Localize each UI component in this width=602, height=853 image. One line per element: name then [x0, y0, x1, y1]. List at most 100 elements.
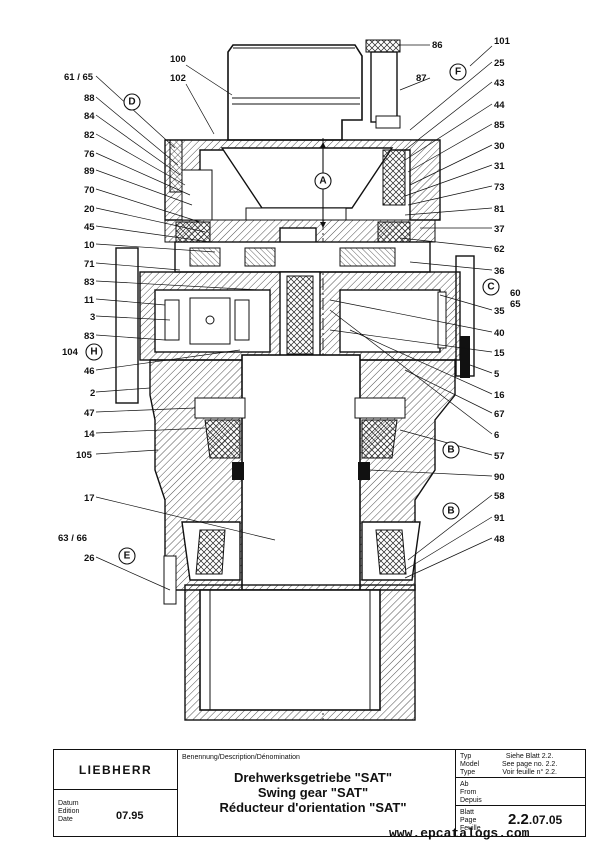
- page-cell: Blatt Page Feuille 2.2.07.05: [456, 806, 586, 836]
- callout-H: H: [85, 343, 103, 361]
- date-value: 07.95: [116, 810, 144, 822]
- label-44: 44: [494, 100, 505, 111]
- label-87: 87: [416, 73, 427, 84]
- output-pinion: [184, 584, 416, 721]
- title-block: LIEBHERR Datum Edition Date 07.95 Benenn…: [53, 749, 586, 837]
- label-5: 5: [494, 369, 500, 380]
- label-76: 76: [84, 149, 95, 160]
- logo-cell: LIEBHERR: [54, 750, 178, 790]
- label-100: 100: [170, 54, 186, 65]
- type-cell: Typ Model Type Siehe Blatt 2.2. See page…: [456, 750, 586, 778]
- label-46: 46: [84, 366, 95, 377]
- label-14: 14: [84, 429, 95, 440]
- svg-text:C: C: [487, 282, 494, 293]
- page-number-sub: .07.05: [528, 813, 563, 827]
- label-61-65: 61 / 65: [64, 72, 94, 83]
- callout-D: D: [123, 93, 141, 111]
- swing-gear-cross-section: 61 / 65 88 84 82 76 89 70 20 45 10 71 83…: [58, 36, 521, 721]
- lower-housing: [149, 354, 456, 605]
- motor-housing: [227, 44, 363, 141]
- right-bolt-nut: [460, 336, 470, 378]
- brake-cylinder: [365, 39, 401, 129]
- label-65: 65: [510, 299, 521, 310]
- label-17: 17: [84, 493, 95, 504]
- callout-F: F: [449, 63, 467, 81]
- label-84: 84: [84, 111, 95, 122]
- svg-text:E: E: [124, 551, 131, 562]
- label-86: 86: [432, 40, 443, 51]
- callout-E: E: [118, 547, 136, 565]
- label-88: 88: [84, 93, 95, 104]
- description-cell: Benennung/Description/Dénomination Drehw…: [178, 750, 456, 836]
- label-104: 104: [62, 347, 79, 358]
- label-6: 6: [494, 430, 499, 441]
- from-labels: Ab From Depuis: [460, 781, 482, 804]
- label-31: 31: [494, 161, 505, 172]
- label-16: 16: [494, 390, 505, 401]
- label-67: 67: [494, 409, 505, 420]
- label-71: 71: [84, 259, 95, 270]
- label-57: 57: [494, 451, 505, 462]
- label-83-lower: 83: [84, 331, 95, 342]
- title-french: Réducteur d'orientation "SAT": [219, 800, 407, 815]
- type-values: Siehe Blatt 2.2. See page no. 2.2. Voir …: [502, 753, 558, 776]
- svg-text:H: H: [90, 347, 97, 358]
- label-102: 102: [170, 73, 186, 84]
- label-43: 43: [494, 78, 505, 89]
- label-36: 36: [494, 266, 505, 277]
- label-35: 35: [494, 306, 505, 317]
- label-20: 20: [84, 204, 95, 215]
- left-bolt: [115, 247, 139, 404]
- leader-lines: [95, 44, 493, 591]
- label-90: 90: [494, 472, 505, 483]
- label-40: 40: [494, 328, 505, 339]
- callout-B-upper: B: [442, 441, 460, 459]
- label-63-66: 63 / 66: [58, 533, 87, 544]
- label-11: 11: [84, 295, 95, 306]
- label-89: 89: [84, 166, 95, 177]
- label-15: 15: [494, 348, 505, 359]
- label-60: 60: [510, 288, 521, 299]
- description-titles: Drehwerksgetriebe "SAT" Swing gear "SAT"…: [178, 770, 448, 815]
- label-83-upper: 83: [84, 277, 95, 288]
- label-47: 47: [84, 408, 95, 419]
- svg-text:D: D: [128, 97, 135, 108]
- label-81: 81: [494, 204, 505, 215]
- callout-B-lower: B: [442, 502, 460, 520]
- label-82: 82: [84, 130, 95, 141]
- arrow-head-top: [320, 142, 326, 148]
- label-45: 45: [84, 222, 95, 233]
- page-number-main: 2.2: [508, 811, 529, 828]
- label-3: 3: [90, 312, 95, 323]
- callout-C: C: [482, 278, 500, 296]
- arrow-head-bottom: [320, 222, 326, 228]
- from-cell: Ab From Depuis: [456, 778, 586, 806]
- label-48: 48: [494, 534, 505, 545]
- title-german: Drehwerksgetriebe "SAT": [233, 770, 393, 785]
- upper-housing: [164, 139, 441, 221]
- type-labels: Typ Model Type: [460, 753, 480, 776]
- label-62: 62: [494, 244, 505, 255]
- svg-text:B: B: [447, 506, 454, 517]
- label-70: 70: [84, 185, 95, 196]
- watermark: www.epcatalogs.com: [389, 826, 530, 841]
- label-58: 58: [494, 491, 505, 502]
- label-30: 30: [494, 141, 505, 152]
- company-logo: LIEBHERR: [78, 762, 153, 777]
- svg-text:A: A: [319, 176, 326, 187]
- date-labels: Datum Edition Date: [58, 800, 80, 823]
- page-number: 2.2.07.05: [508, 811, 562, 829]
- date-cell: Datum Edition Date 07.95: [54, 790, 178, 836]
- label-2: 2: [90, 388, 95, 399]
- planet-stage: [164, 219, 436, 273]
- page-labels: Blatt Page Feuille: [460, 809, 481, 832]
- label-73: 73: [494, 182, 505, 193]
- label-25: 25: [494, 58, 505, 69]
- label-101: 101: [494, 36, 511, 47]
- label-105: 105: [76, 450, 93, 461]
- callout-A: A: [314, 172, 332, 190]
- svg-text:F: F: [455, 67, 461, 78]
- label-10: 10: [84, 240, 95, 251]
- label-91: 91: [494, 513, 505, 524]
- label-37: 37: [494, 224, 505, 235]
